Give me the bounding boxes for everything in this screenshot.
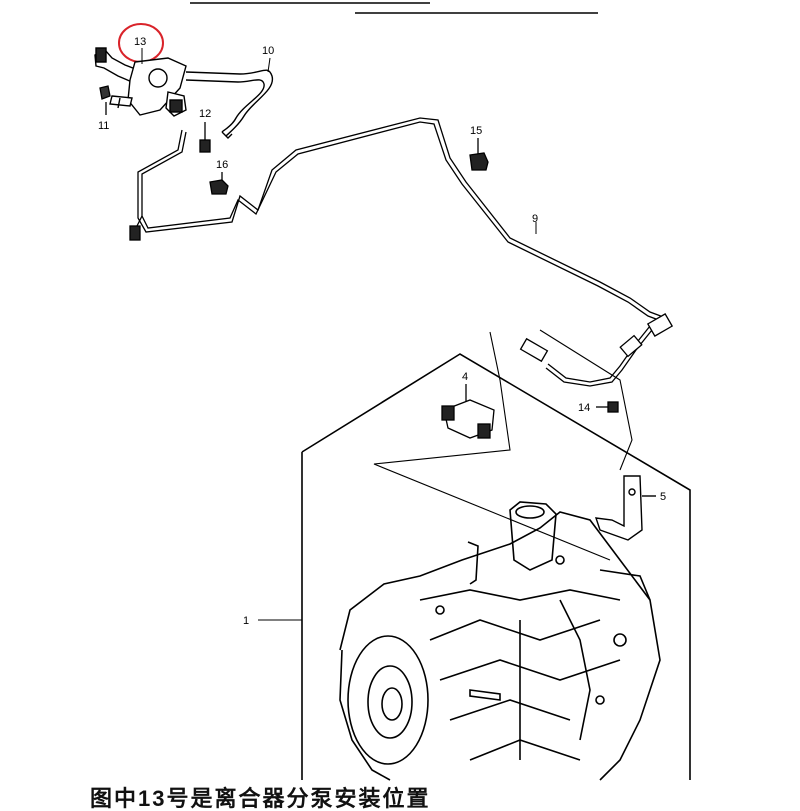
bottom-caption: 图中13号是离合器分泵安装位置 xyxy=(90,786,431,811)
assembly-guide-lines xyxy=(373,329,633,561)
clutch-pipe-part-9 xyxy=(133,117,667,387)
bolt-part-12 xyxy=(199,122,211,153)
pipe-fittings xyxy=(129,225,674,363)
callout-9: 9 xyxy=(532,213,538,225)
callout-15: 15 xyxy=(470,125,482,137)
bolt-part-11 xyxy=(99,85,111,115)
transmission-part-1 xyxy=(301,353,691,781)
union-part-4 xyxy=(441,384,495,439)
callout-11: 11 xyxy=(98,120,109,132)
callout-10: 10 xyxy=(262,45,274,57)
bolt-part-14 xyxy=(596,401,619,413)
callout-4: 4 xyxy=(462,371,468,383)
hose-part-10 xyxy=(185,69,273,139)
callout-12: 12 xyxy=(199,108,211,120)
callout-14: 14 xyxy=(578,402,590,414)
slave-cylinder-part-13 xyxy=(94,47,187,117)
callout-1: 1 xyxy=(243,615,249,627)
bracket-part-5 xyxy=(594,475,656,541)
clip-part-15 xyxy=(469,138,489,171)
callout-5: 5 xyxy=(660,491,666,503)
callout-16: 16 xyxy=(216,159,228,171)
callout-13: 13 xyxy=(134,36,146,48)
clip-part-16 xyxy=(209,172,229,195)
